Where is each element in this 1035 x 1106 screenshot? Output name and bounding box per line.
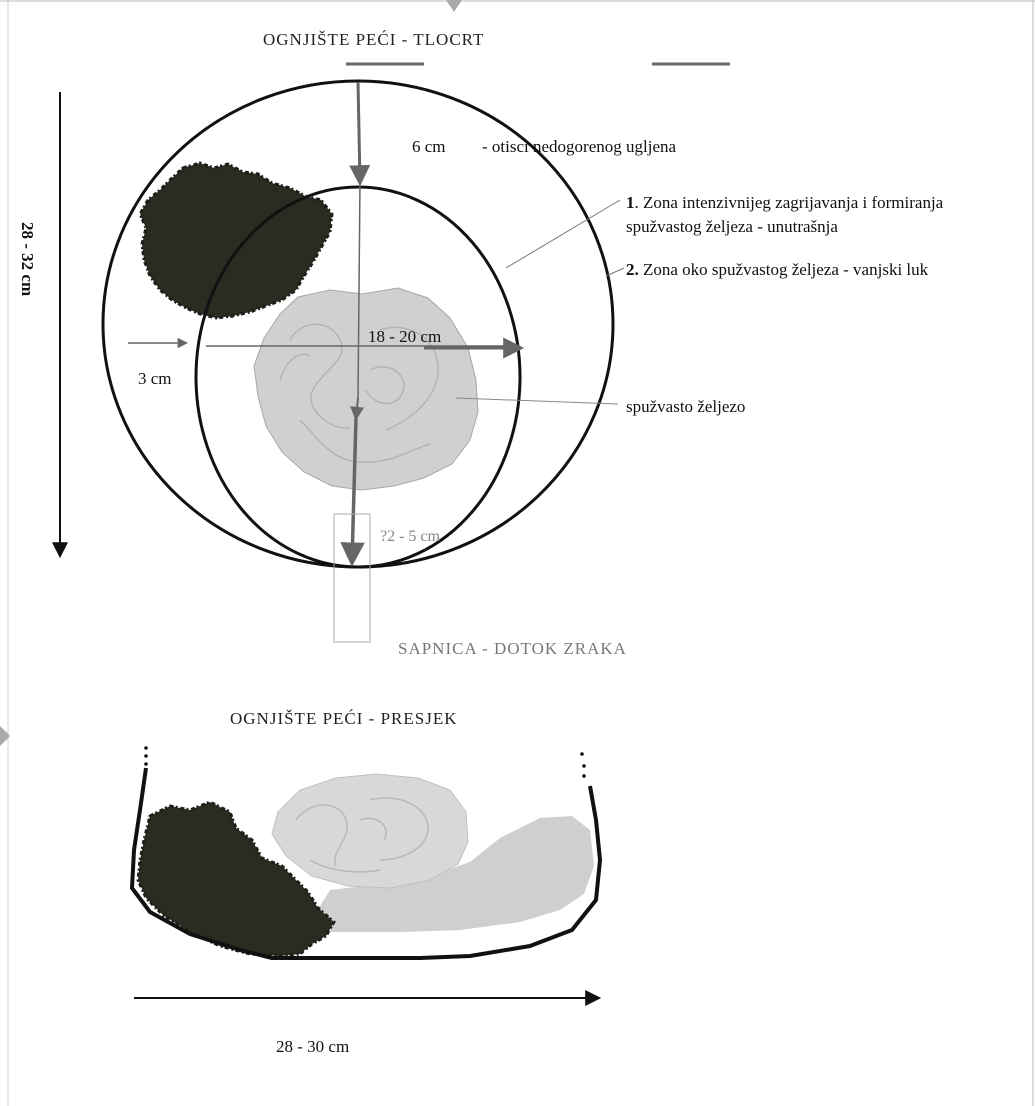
slag-section xyxy=(310,816,594,932)
zone1-leader xyxy=(505,199,621,269)
sponge-iron-label: spužvasto željezo xyxy=(626,397,745,416)
zone2-text: Zona oko spužvastog željeza - vanjski lu… xyxy=(639,260,929,279)
zone2-label: 2. Zona oko spužvastog željeza - vanjski… xyxy=(626,260,929,279)
nozzle-label: SAPNICA - DOTOK ZRAKA xyxy=(398,639,627,658)
dim-18-20-label: 18 - 20 cm xyxy=(368,327,441,346)
axis-arrow-bottom xyxy=(340,417,365,567)
sponge-iron-section xyxy=(271,773,469,889)
zone1-number: 1 xyxy=(626,193,635,212)
zone2-leader xyxy=(605,267,625,277)
zone1-text: . Zona intenzivnijeg zagrijavanja i form… xyxy=(635,193,944,212)
sponge-iron-leader xyxy=(455,397,619,405)
sponge-iron-section-texture xyxy=(295,797,429,873)
hearth-rim-dots xyxy=(144,746,586,778)
plan-title: OGNJIŠTE PEĆI - TLOCRT xyxy=(263,30,484,49)
zone2-number: 2. xyxy=(626,260,639,279)
gap-3cm-label: 3 cm xyxy=(138,369,172,388)
section-title: OGNJIŠTE PEĆI - PRESJEK xyxy=(230,709,458,728)
corner-marker-top xyxy=(446,0,462,12)
nozzle-rectangle xyxy=(333,513,371,643)
dim-6cm-label: 6 cm xyxy=(412,137,446,156)
corner-marker-left xyxy=(0,726,10,746)
axis-arrow-mid xyxy=(350,397,365,421)
charcoal-remains-plan xyxy=(138,161,334,320)
sponge-iron-plan xyxy=(253,287,479,491)
width-dimension-label: 28 - 30 cm xyxy=(276,1037,349,1056)
charcoal-note: - otisci nedogorenog ugljena xyxy=(482,137,676,156)
nozzle-dimension-label: ?2 - 5 cm xyxy=(380,528,441,545)
axis-arrow-top xyxy=(349,81,371,187)
inner-zone-circle xyxy=(194,185,522,569)
zone1-label-line2: spužvastog željeza - unutrašnja xyxy=(626,217,838,236)
charcoal-remains-section xyxy=(136,800,336,958)
hearth-outline-section xyxy=(130,767,602,960)
zone1-label-line1: 1. Zona intenzivnijeg zagrijavanja i for… xyxy=(626,193,944,212)
sponge-iron-texture xyxy=(279,323,439,463)
height-dimension-label: 28 - 32 cm xyxy=(18,222,37,296)
axis-line xyxy=(357,181,361,399)
